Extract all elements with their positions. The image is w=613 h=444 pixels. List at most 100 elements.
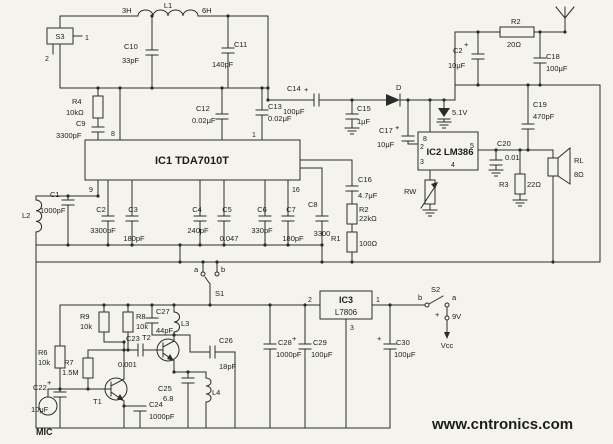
value-c11: 140pF [212, 60, 234, 69]
label-ic1: IC1 TDA7010T [155, 155, 229, 167]
label-c15: C15 [357, 104, 371, 113]
zener-5v1-symbol [438, 108, 450, 117]
value-c7: 180pF [282, 234, 304, 243]
transistor-t1-body [104, 377, 128, 401]
capacitor-plates [53, 47, 547, 412]
label-c29: C29 [313, 338, 327, 347]
pin-ic1-16: 16 [292, 187, 300, 194]
coil-l3 [173, 311, 180, 333]
ic1-body [84, 139, 301, 181]
label-ic3-part: L7806 [335, 308, 358, 317]
label-c2ant: C2 [453, 46, 463, 55]
value-c14: 100μF [283, 107, 305, 116]
value-zener: 5.1V [452, 108, 467, 117]
pin-s3-2: 2 [45, 56, 49, 63]
switch-s3-body [46, 27, 74, 45]
coil-l2 [35, 199, 43, 233]
resistor-r2-if [346, 203, 358, 225]
pin-s3-1: 1 [85, 35, 89, 42]
value-c10: 33pF [122, 56, 140, 65]
label-c5: C5 [222, 205, 232, 214]
label-s2-b: b [418, 293, 422, 302]
label-r8: R8 [136, 312, 146, 321]
plus-c22: + [47, 378, 52, 387]
value-c13: 0.02μF [268, 114, 292, 123]
value-c29: 100μF [311, 350, 333, 359]
value-r9: 10k [80, 322, 92, 331]
transistor-t2-body [156, 338, 180, 362]
value-r6: 10k [38, 358, 50, 367]
label-c17: C17 [379, 126, 393, 135]
pin-ic1-9: 9 [89, 187, 93, 194]
value-c17: 10μF [377, 140, 395, 149]
label-c30: C30 [396, 338, 410, 347]
label-ic3: IC3 [339, 295, 353, 305]
label-r2ant: R2 [511, 17, 521, 26]
label-l1-tap-left: 3H [122, 6, 132, 15]
label-c10: C10 [124, 42, 138, 51]
label-c3: C3 [128, 205, 138, 214]
label-c12: C12 [196, 104, 210, 113]
pin-ic2-8: 8 [423, 136, 427, 143]
label-r9: R9 [80, 312, 90, 321]
diode-d-symbol [386, 94, 400, 106]
resistor-r6 [54, 345, 66, 369]
plus-c29: + [292, 334, 297, 343]
inductor-coils [35, 9, 212, 403]
value-c16: 4.7μF [358, 191, 378, 200]
label-c24: C24 [149, 400, 163, 409]
label-c7: C7 [286, 205, 296, 214]
pin-ic3-2: 2 [308, 297, 312, 304]
label-c9: C9 [76, 119, 86, 128]
label-c28: C28 [278, 338, 292, 347]
value-c26: 18pF [219, 362, 237, 371]
value-c1: 1000pF [40, 206, 66, 215]
label-s2-a: a [452, 293, 457, 302]
ic2-body [417, 131, 479, 171]
junction-dots [58, 14, 567, 408]
resistor-r3 [514, 173, 526, 195]
t1-emitter-arrow [117, 394, 124, 401]
plus-battery: + [435, 310, 440, 319]
value-c2row: 3300pF [90, 226, 116, 235]
pin-ic3-3: 3 [350, 325, 354, 332]
value-c9: 3300pF [56, 131, 82, 140]
pin-ic2-4: 4 [451, 162, 455, 169]
label-l1-tap-right: 6H [202, 6, 212, 15]
plus-c2ant: + [464, 40, 469, 49]
pin-ic1-1: 1 [252, 132, 256, 139]
label-c1: C1 [50, 190, 60, 199]
label-s3: S3 [55, 32, 64, 41]
resistor-r8 [122, 311, 134, 333]
label-s1: S1 [215, 289, 224, 298]
label-rw: RW [404, 187, 417, 196]
label-ic2: IC2 LM386 [427, 147, 474, 158]
watermark-text: www.cntronics.com [431, 416, 573, 433]
value-rl: 8Ω [574, 170, 584, 179]
label-s1-a: a [194, 265, 199, 274]
pin-ic2-5: 5 [470, 143, 474, 150]
label-c11: C11 [234, 40, 247, 49]
speaker-rl [547, 146, 571, 185]
label-c22: C22 [33, 383, 47, 392]
label-mic: MIC [36, 427, 53, 437]
label-r1: R1 [331, 234, 341, 243]
label-c25: C25 [158, 384, 172, 393]
value-c24: 1000pF [149, 412, 175, 421]
label-t2: T2 [142, 333, 151, 342]
label-vcc: Vcc [441, 341, 454, 350]
value-r2if: 22kΩ [359, 214, 377, 223]
potentiometer-rw [424, 179, 436, 205]
pin-ic2-2: 2 [420, 144, 424, 151]
resistor-r7 [82, 357, 94, 379]
wires [35, 6, 601, 429]
label-c14: C14 [287, 84, 301, 93]
label-c26: C26 [219, 336, 233, 345]
labels: L1 3H 6H S3 1 2 C10 33pF C11 140pF R4 10… [22, 1, 584, 437]
value-c8: 3300 [314, 229, 331, 238]
microphone-body [38, 396, 58, 416]
filled-symbols [117, 94, 450, 401]
plus-c17: + [395, 123, 400, 132]
value-c22: 10μF [31, 405, 49, 414]
